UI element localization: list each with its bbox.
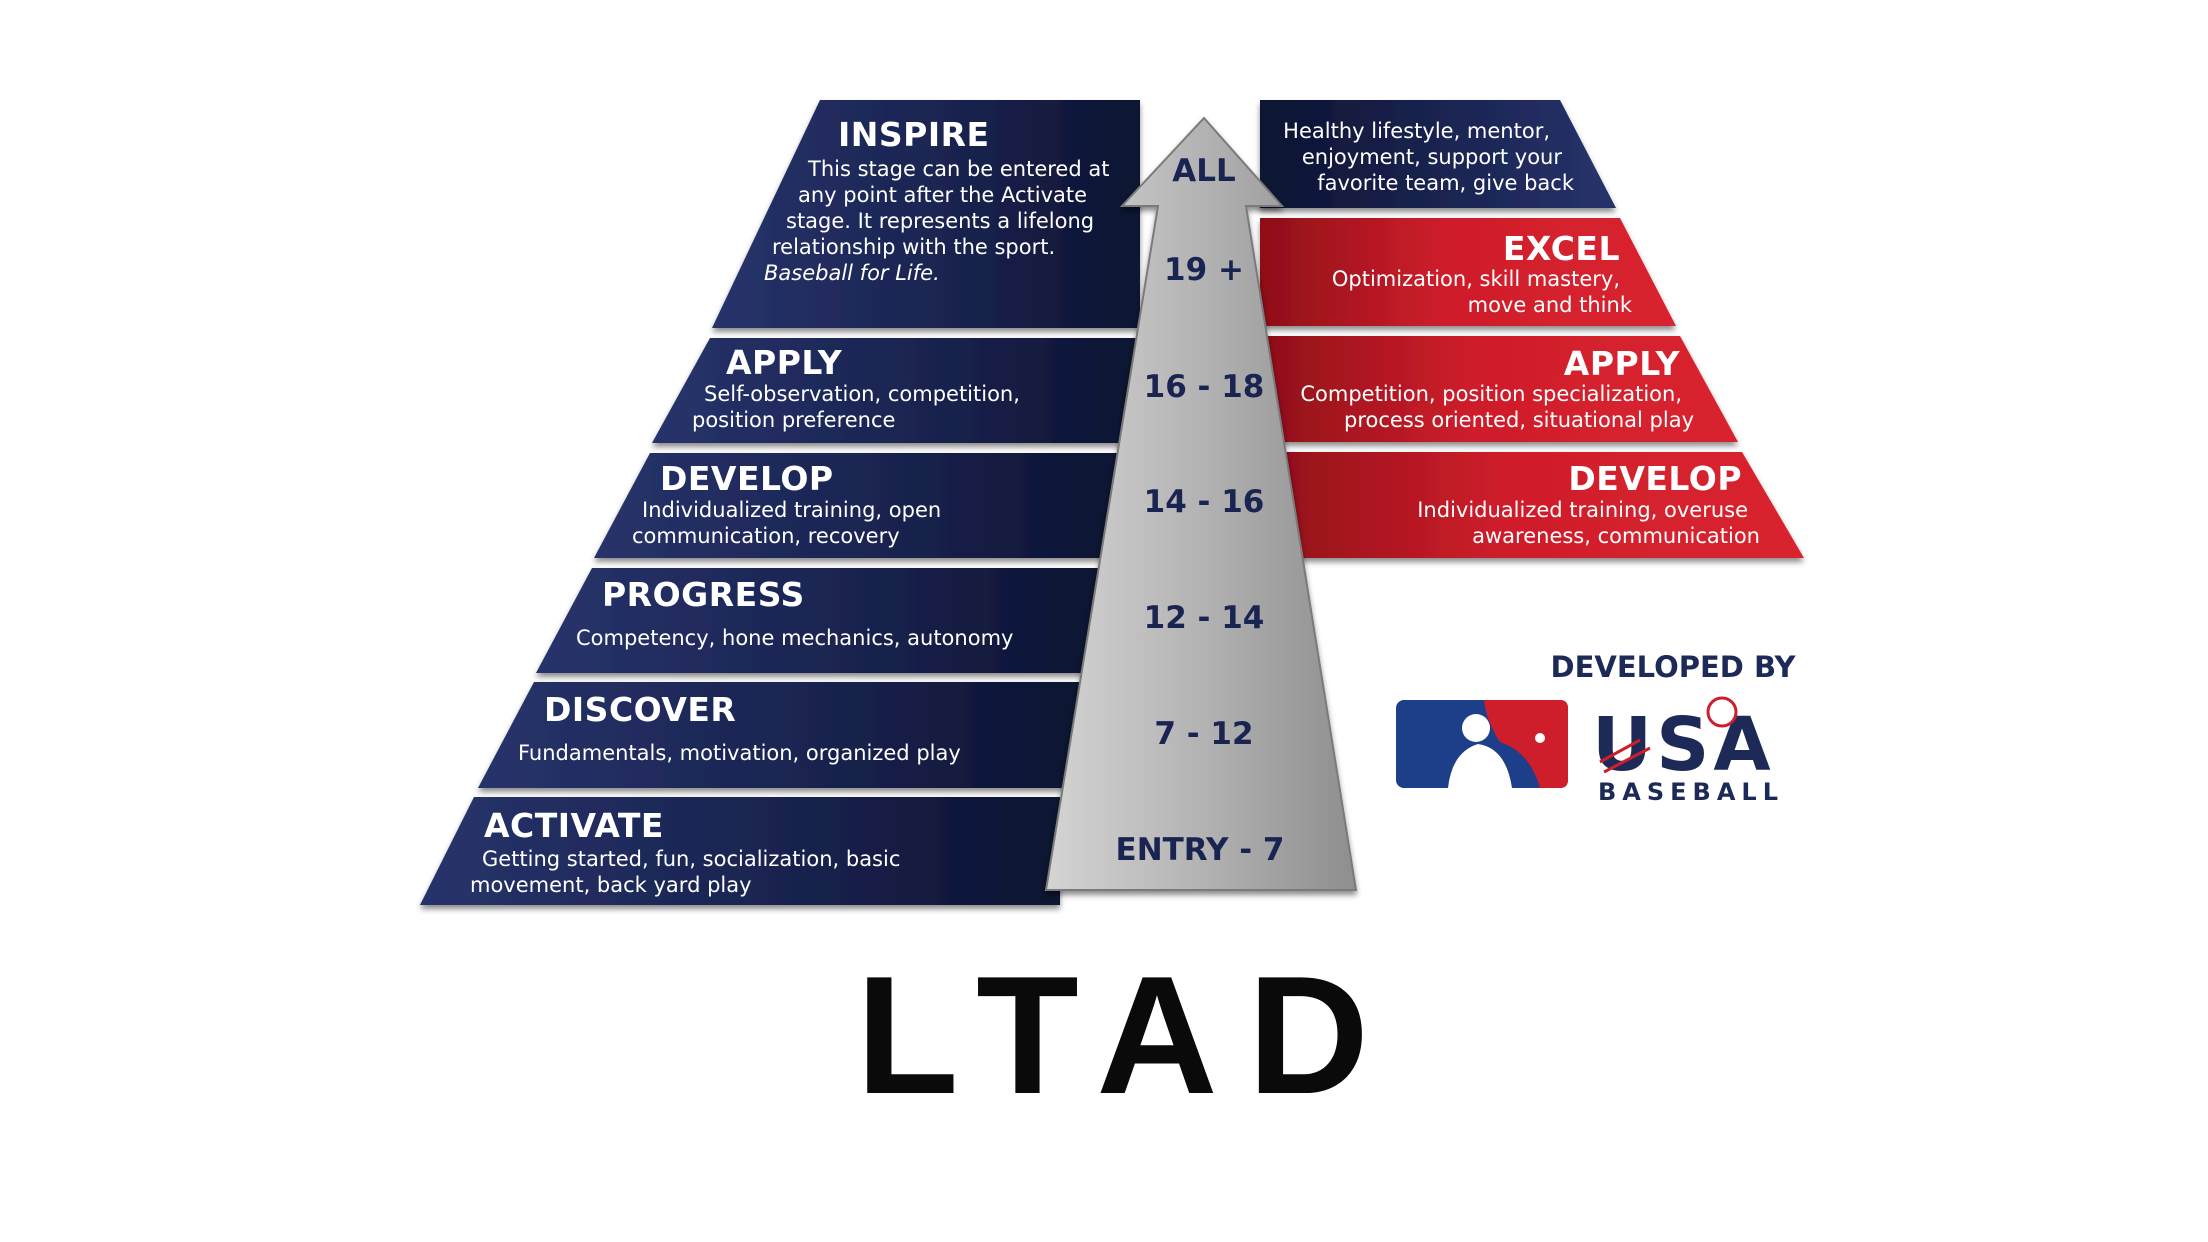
stage-desc-inspire-right-3: favorite team, give back [1317, 171, 1574, 195]
stage-desc-inspire-right-2: enjoyment, support your [1301, 145, 1562, 169]
stage-desc-develop-right-2: awareness, communication [1472, 524, 1760, 548]
stage-title-apply-right: APPLY [1563, 344, 1680, 383]
stage-desc-discover-1: Fundamentals, motivation, organized play [518, 741, 961, 765]
age-label-7-12: 7 - 12 [1154, 716, 1254, 752]
stage-desc-excel-1: Optimization, skill mastery, [1331, 267, 1620, 291]
stage-desc-apply-left-2: position preference [692, 408, 896, 432]
baseball-icon [1706, 696, 1738, 728]
band-apply-left [652, 338, 1140, 443]
band-activate [420, 797, 1060, 905]
age-label-14-16: 14 - 16 [1143, 484, 1265, 520]
stage-desc-inspire-1: This stage can be entered at [808, 157, 1110, 181]
stage-tagline-inspire: Baseball for Life. [764, 261, 940, 285]
baseball-text: BASEBALL [1598, 778, 1784, 806]
stage-title-progress: PROGRESS [602, 575, 805, 614]
band-develop-right [1260, 452, 1804, 558]
band-discover [478, 682, 1080, 788]
stage-desc-develop-left-2: communication, recovery [632, 524, 900, 548]
age-label-16-18: 16 - 18 [1143, 369, 1265, 405]
stage-desc-inspire-2: any point after the Activate [798, 183, 1088, 207]
stage-desc-activate-2: movement, back yard play [470, 873, 752, 897]
age-label-all: ALL [1172, 153, 1236, 189]
usa-baseball-logo: USA BASEBALL [1592, 696, 1784, 806]
stage-title-apply-left: APPLY [726, 343, 843, 382]
stage-title-excel: EXCEL [1502, 229, 1620, 268]
stage-desc-apply-left-1: Self-observation, competition, [704, 382, 1020, 406]
band-inspire-right [1260, 100, 1616, 208]
stage-title-inspire: INSPIRE [838, 115, 990, 154]
band-inspire [712, 100, 1140, 328]
stage-title-activate: ACTIVATE [484, 806, 664, 845]
age-label-12-14: 12 - 14 [1143, 600, 1265, 636]
stage-title-discover: DISCOVER [544, 690, 737, 729]
stage-desc-develop-left-1: Individualized training, open [642, 498, 942, 522]
stage-title-develop-right: DEVELOP [1568, 459, 1742, 498]
mlb-logo [1396, 700, 1568, 788]
usa-text: USA [1592, 702, 1775, 788]
stage-desc-excel-2: move and think [1467, 293, 1632, 317]
stage-desc-inspire-right-1: Healthy lifestyle, mentor, [1283, 119, 1550, 143]
age-label-19-plus: 19 + [1164, 252, 1244, 288]
stage-desc-progress-1: Competency, hone mechanics, autonomy [576, 626, 1014, 650]
band-progress [536, 568, 1100, 673]
age-label-entry-7: ENTRY - 7 [1115, 832, 1285, 868]
stage-desc-develop-right-1: Individualized training, overuse [1417, 498, 1748, 522]
stage-desc-inspire-4: relationship with the sport. [772, 235, 1056, 259]
developed-by-label: DEVELOPED BY [1550, 650, 1796, 684]
page-title: LTAD [856, 941, 1399, 1129]
stage-desc-apply-right-2: process oriented, situational play [1343, 408, 1694, 432]
band-apply-right [1260, 336, 1738, 442]
stage-desc-apply-right-1: Competition, position specialization, [1300, 382, 1682, 406]
band-develop-left [594, 453, 1120, 558]
band-excel [1260, 218, 1676, 326]
age-arrow [1044, 116, 1358, 891]
stage-desc-activate-1: Getting started, fun, socialization, bas… [482, 847, 901, 871]
stage-title-develop-left: DEVELOP [660, 459, 834, 498]
stage-desc-inspire-3: stage. It represents a lifelong [786, 209, 1095, 233]
